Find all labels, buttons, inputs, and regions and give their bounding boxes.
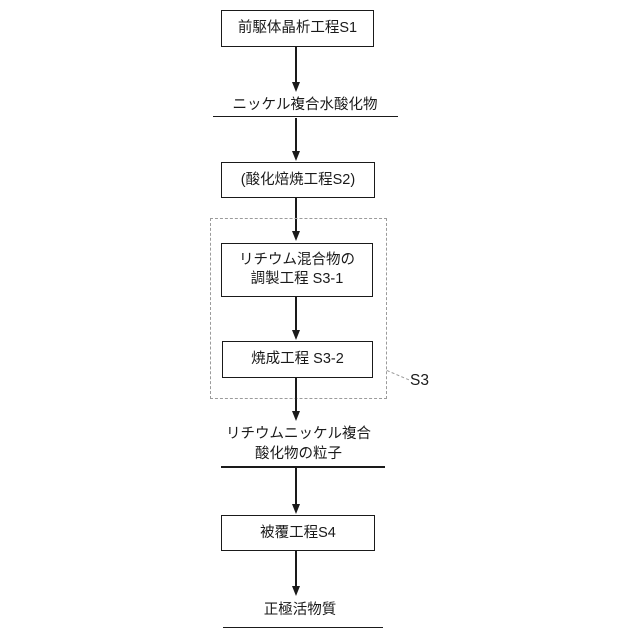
group-label-s3: S3 — [410, 372, 429, 389]
product-label-cathode-active-material: 正極活物質 — [263, 602, 337, 618]
arrow-down-icon — [291, 586, 300, 596]
group-label-connector — [386, 370, 410, 381]
product-underline — [213, 115, 398, 118]
flow-arrow-line — [295, 551, 297, 587]
flow-arrow-line — [295, 47, 297, 83]
process-box-s3-1-line1: リチウム混合物の — [239, 252, 355, 268]
process-box-s2-label: (酸化焙焼工程S2) — [240, 171, 356, 188]
product-underline — [221, 466, 385, 468]
process-box-s3-2: 焼成工程 S3-2 — [222, 341, 373, 378]
process-box-s3-1-label: リチウム混合物の 調製工程 S3-1 — [239, 251, 355, 289]
arrow-down-icon — [291, 231, 300, 241]
process-box-s4: 被覆工程S4 — [221, 515, 375, 551]
arrow-down-icon — [291, 330, 300, 340]
product-label-nickel-hydroxide: ニッケル複合水酸化物 — [232, 97, 378, 113]
process-box-s1-label: 前駆体晶析工程S1 — [237, 20, 358, 36]
process-box-s3-1: リチウム混合物の 調製工程 S3-1 — [221, 243, 373, 297]
process-box-s3-2-label: 焼成工程 S3-2 — [251, 351, 344, 367]
flow-arrow-line — [295, 117, 297, 153]
process-box-s1: 前駆体晶析工程S1 — [221, 10, 374, 47]
arrow-down-icon — [291, 411, 300, 421]
product-label-lithium-nickel-oxide: リチウムニッケル複合 酸化物の粒子 — [206, 424, 391, 464]
process-box-s4-label: 被覆工程S4 — [260, 524, 336, 541]
flow-arrow-line — [295, 297, 297, 331]
flow-arrow-line — [295, 198, 297, 232]
arrow-down-icon — [291, 151, 300, 161]
process-box-s3-1-line2: 調製工程 S3-1 — [250, 271, 344, 287]
arrow-down-icon — [291, 504, 300, 514]
product-label-line2: 酸化物の粒子 — [255, 446, 342, 462]
flow-arrow-line — [295, 468, 297, 505]
arrow-down-icon — [291, 82, 300, 92]
flow-arrow-line — [295, 378, 297, 412]
product-label-line1: リチウムニッケル複合 — [226, 426, 371, 442]
group-outline-s3 — [210, 218, 387, 399]
process-box-s2: (酸化焙焼工程S2) — [221, 162, 375, 198]
product-underline — [223, 626, 383, 629]
